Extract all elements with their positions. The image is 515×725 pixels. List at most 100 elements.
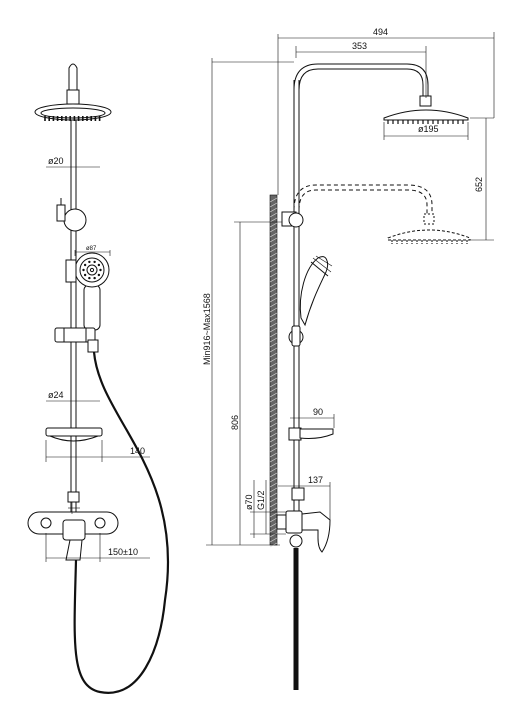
wall-hatch-line [269, 227, 278, 233]
wall-hatch-line [269, 297, 278, 303]
wall-hatch-line [269, 312, 278, 318]
riser-pipe [70, 90, 77, 500]
wall-hatch-line [269, 447, 278, 453]
wall-hatch-line [269, 407, 278, 413]
wall-hatch-line [269, 477, 278, 483]
shower-arm-upper [293, 63, 429, 96]
total-reach-label: 494 [373, 27, 388, 37]
wall-hatch-line [269, 517, 278, 523]
hand-nozzle-mark [83, 273, 87, 277]
hand-nozzle-mark [88, 276, 91, 280]
hand-nozzle-mark [99, 268, 102, 272]
soap-dish-side [288, 427, 334, 441]
wall-hatch-line [269, 507, 278, 513]
wall-hatch-line [269, 532, 278, 538]
wall-hatch-line [269, 302, 278, 308]
riser-pipe-side [293, 80, 300, 520]
wall-hatch-line [269, 337, 278, 343]
wall-hatch-line [269, 332, 278, 338]
diverter-front [56, 198, 87, 232]
wall-hatch-line [269, 267, 278, 273]
wall-hatch-line [269, 277, 278, 283]
inlet-spacing-label: 150±10 [108, 547, 138, 557]
hand-shower-diameter-label: ø87 [86, 246, 97, 252]
wall-hatch-line [269, 382, 278, 388]
mount-height-dimension: 806 [230, 221, 290, 545]
overall-height-label: Min916~Max1568 [202, 293, 212, 365]
overall-height-dimension: Min916~Max1568 [202, 58, 294, 546]
wall-hatch-line [269, 362, 278, 368]
hand-shower-side [299, 255, 333, 327]
shower-arm-lower-dashed [293, 184, 433, 215]
wall-hatch-line [269, 372, 278, 378]
wall-hatch-line [269, 412, 278, 418]
thread-size-label: G1/2 [256, 490, 266, 510]
wall-hatch-line [269, 237, 278, 243]
hand-shower-front [65, 252, 110, 331]
wall-hatch-line [269, 457, 278, 463]
wall-hatch-line [269, 272, 278, 278]
wall-hatch-line [269, 397, 278, 403]
wall-hatch-line [269, 502, 278, 508]
wall-hatch-line [269, 492, 278, 498]
hand-nozzle-mark [83, 263, 87, 267]
wall-hatch-line [269, 257, 278, 263]
wall-hatch-line [269, 522, 278, 528]
soap-dish-front [45, 427, 103, 442]
wall-hatch-line [269, 497, 278, 503]
wall-hatch-line [269, 282, 278, 288]
wall-hatch-line [269, 242, 278, 248]
wall-hatch-line [269, 207, 278, 213]
slider-side [288, 325, 304, 347]
wall-hatch-line [269, 287, 278, 293]
wall-hatch-line [269, 307, 278, 313]
wall-hatch-line [269, 527, 278, 533]
riser-diameter-dimension: ø20 [46, 156, 100, 171]
wall-hatch-line [269, 202, 278, 208]
arm-length-label: 353 [352, 41, 367, 51]
head-diameter-label: ø195 [418, 124, 439, 134]
head-connector [66, 89, 80, 105]
wall-hatch-line [269, 247, 278, 253]
wall-hatch-line [269, 292, 278, 298]
diverter-side [281, 211, 304, 228]
slidebar-diameter-dimension: ø24 [46, 390, 100, 405]
arm-reach-dimensions: 494 353 [277, 27, 495, 195]
wall-hatch-line [269, 262, 278, 268]
soap-dish-depth-dimension: 90 [290, 407, 335, 428]
connector-diameter-label: ø70 [244, 494, 254, 510]
wall-hatch-line [269, 482, 278, 488]
wall-hatch-line [269, 212, 278, 218]
shower-head-side-lower [387, 213, 471, 244]
mount-height-label: 806 [230, 415, 240, 430]
wall [269, 194, 278, 548]
wall-hatch-line [269, 197, 278, 203]
wall-hatch-line [269, 387, 278, 393]
slidebar-diameter-label: ø24 [48, 390, 64, 400]
hand-nozzle-mark [82, 268, 85, 272]
wall-hatch-line [269, 232, 278, 238]
hand-shower-diameter-dimension: ø87 [74, 246, 111, 256]
connector-dimensions: ø70 G1/2 [244, 480, 286, 538]
wall-hatch-line [269, 252, 278, 258]
wall-hatch-line [269, 342, 278, 348]
riser-top-cap [68, 63, 78, 90]
wall-hatch-line [269, 422, 278, 428]
mixer-depth-label: 137 [308, 475, 323, 485]
soap-dish-depth-label: 90 [313, 407, 323, 417]
mixer-depth-dimension: 137 [278, 475, 331, 520]
hose-front [73, 351, 170, 694]
wall-hatch-line [269, 392, 278, 398]
wall-hatch-line [269, 347, 278, 353]
wall-hatch-line [269, 427, 278, 433]
front-view: ø20 ø87 [27, 63, 170, 694]
wall-hatch-line [269, 317, 278, 323]
wall-hatch-line [269, 512, 278, 518]
side-view: 494 353 ø195 652 [202, 27, 495, 690]
wall-hatch-line [269, 437, 278, 443]
wall-hatch-line [269, 402, 278, 408]
wall-hatch-line [269, 222, 278, 228]
wall-hatch-line [269, 472, 278, 478]
head-diameter-dimension: ø195 [383, 122, 469, 140]
